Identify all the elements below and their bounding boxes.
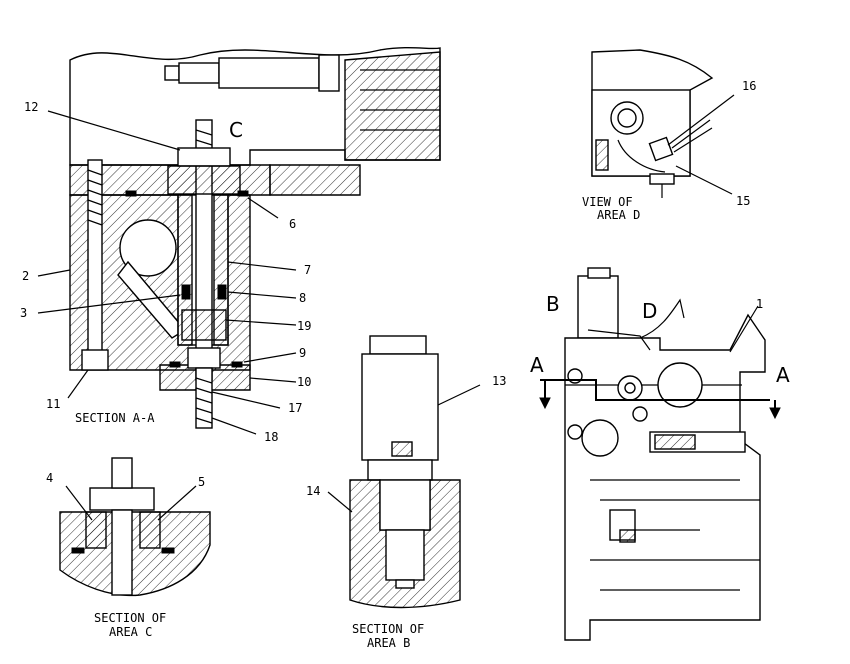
section-a-a-view	[37, 46, 441, 435]
callout-11: 11	[46, 397, 60, 411]
view-letter-a-right: A	[776, 363, 790, 387]
caption-section-b-line1: SECTION OF	[352, 622, 424, 636]
callout-12: 12	[24, 100, 38, 114]
view-letter-c: C	[229, 118, 243, 142]
caption-section-c-line2: AREA C	[109, 625, 152, 639]
callout-9: 9	[299, 346, 306, 360]
callout-13: 13	[492, 374, 506, 388]
view-area-d	[591, 49, 735, 198]
callout-2: 2	[22, 269, 29, 283]
caption-section-b-line2: AREA B	[367, 636, 410, 650]
view-letter-a-left: A	[530, 353, 544, 377]
callout-18: 18	[264, 430, 278, 444]
callout-4: 4	[46, 471, 53, 485]
caption-view-d-line1: VIEW OF	[582, 195, 633, 209]
callout-16: 16	[742, 79, 756, 93]
caption-view-d-line2: AREA D	[597, 208, 640, 222]
callout-7: 7	[304, 263, 311, 277]
callout-17: 17	[288, 401, 302, 415]
callout-10: 10	[297, 375, 311, 389]
section-area-b-view	[327, 335, 481, 609]
callout-8: 8	[299, 291, 306, 305]
caption-section-a-a: SECTION A-A	[75, 411, 155, 425]
caption-section-c-line1: SECTION OF	[94, 611, 166, 625]
callout-19: 19	[297, 319, 311, 333]
callout-15: 15	[736, 194, 750, 208]
callout-1: 1	[756, 297, 763, 311]
view-letter-b: B	[546, 292, 560, 316]
callout-5: 5	[198, 475, 205, 489]
main-assembly-view	[539, 267, 781, 641]
section-area-c-view	[59, 457, 211, 597]
view-letter-d: D	[642, 299, 657, 323]
callout-14: 14	[306, 484, 320, 498]
callout-6: 6	[289, 217, 296, 231]
callout-3: 3	[20, 306, 27, 320]
